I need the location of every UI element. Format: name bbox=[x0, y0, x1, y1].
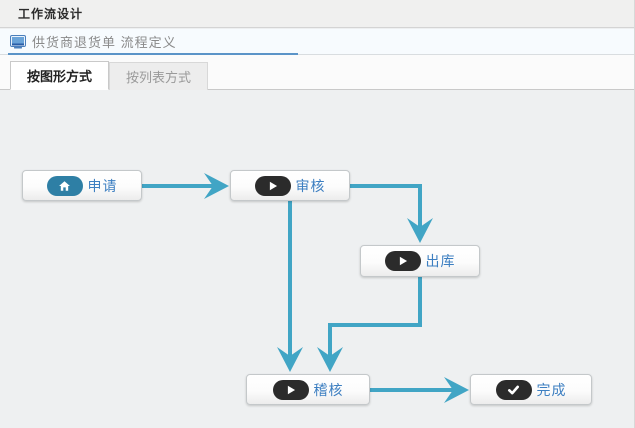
active-underline bbox=[8, 53, 298, 56]
play-icon bbox=[384, 251, 421, 271]
header-bar: 工作流设计 bbox=[0, 0, 634, 28]
tab-graphic-view[interactable]: 按图形方式 bbox=[10, 61, 110, 90]
flow-node-apply[interactable]: 申请 bbox=[22, 170, 142, 201]
monitor-icon bbox=[10, 34, 26, 49]
process-definition-title: 供货商退货单 流程定义 bbox=[32, 35, 177, 50]
play-icon bbox=[272, 379, 309, 400]
check-icon bbox=[495, 379, 532, 400]
play-icon bbox=[254, 175, 291, 196]
home-icon bbox=[46, 175, 83, 196]
flow-node-review[interactable]: 审核 bbox=[230, 170, 350, 201]
flow-node-label: 完成 bbox=[536, 381, 567, 398]
view-tabstrip: 按图形方式 按列表方式 bbox=[0, 55, 634, 90]
tab-list-view[interactable]: 按列表方式 bbox=[109, 62, 209, 90]
flow-node-label: 申请 bbox=[87, 177, 118, 194]
flow-node-label: 稽核 bbox=[313, 381, 344, 398]
flow-node-outbound[interactable]: 出库 bbox=[360, 245, 480, 277]
tab-list-view-label: 按列表方式 bbox=[126, 70, 192, 85]
tab-graphic-view-label: 按图形方式 bbox=[27, 69, 93, 84]
subheader-bar: 供货商退货单 流程定义 bbox=[0, 29, 634, 56]
page-title: 工作流设计 bbox=[18, 7, 84, 21]
flow-node-complete[interactable]: 完成 bbox=[470, 374, 592, 405]
flow-node-label: 审核 bbox=[295, 177, 326, 194]
flow-node-audit[interactable]: 稽核 bbox=[246, 374, 370, 405]
flow-node-label: 出库 bbox=[425, 253, 456, 269]
